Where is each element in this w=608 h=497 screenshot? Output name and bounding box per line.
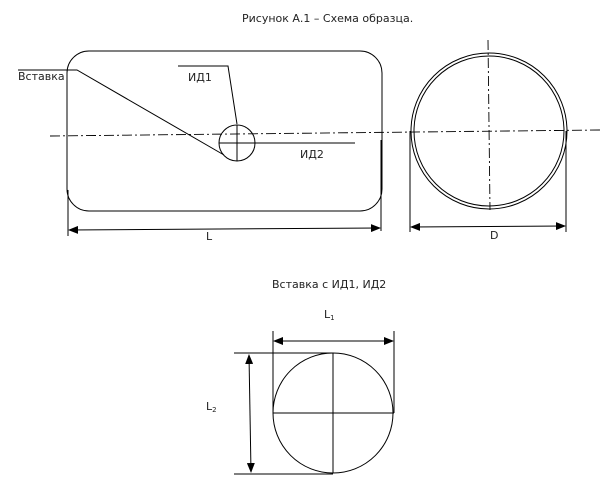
id1-leader: [178, 65, 238, 125]
l2-label: L2: [206, 400, 217, 414]
insert-leader: [18, 69, 225, 156]
specimen-body: [66, 50, 383, 212]
insert-detail: Вставка с ИД1, ИД2 L1 L2: [206, 278, 395, 475]
inner-circle: [413, 55, 565, 207]
center-axis: [49, 129, 601, 137]
l1-label: L1: [324, 308, 335, 322]
insert-label: Вставка: [18, 70, 65, 83]
diameter-label: D: [490, 229, 498, 242]
main-view: Вставка ИД1 ИД2 L: [18, 50, 601, 243]
outer-circle: [410, 52, 568, 210]
vertical-axis: [487, 39, 491, 211]
diameter-dimension: [410, 222, 566, 231]
figure-title: Рисунок А.1 – Схема образца.: [242, 12, 413, 25]
length-label: L: [206, 230, 213, 243]
id2-label: ИД2: [300, 148, 324, 161]
id1-label: ИД1: [188, 71, 212, 84]
length-dimension: [68, 224, 381, 234]
detail-title: Вставка с ИД1, ИД2: [272, 278, 386, 291]
l2-dimension: [245, 354, 255, 473]
side-view: D: [409, 39, 568, 242]
